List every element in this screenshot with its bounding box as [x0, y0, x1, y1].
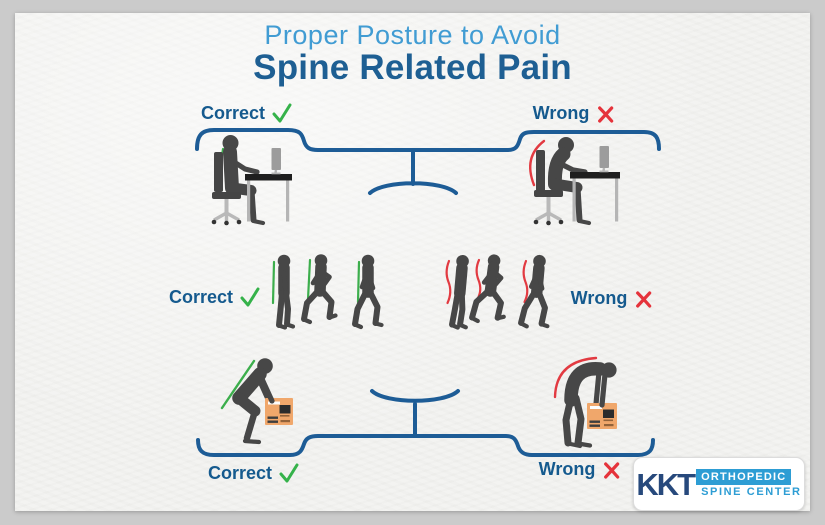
correct-label-text: Correct — [200, 102, 266, 123]
walking-correct-label: Correct — [169, 286, 261, 308]
cross-icon — [603, 461, 619, 479]
curved-spine-line — [475, 258, 482, 301]
logo-spine-center-text: SPINE CENTER — [701, 486, 802, 498]
lifting-wrong-scene — [553, 356, 617, 449]
person-lifting-correct — [232, 358, 273, 445]
lifting-correct-label: Correct — [208, 462, 300, 484]
logo-text-block: ORTHOPEDIC SPINE CENTER — [696, 468, 802, 499]
chair-back — [536, 150, 545, 192]
monitor-icon — [271, 148, 281, 175]
wrong-label-text: Wrong — [532, 103, 590, 123]
curved-spine-line — [522, 259, 529, 304]
curved-spine-line — [553, 356, 598, 399]
wrong-label-text: Wrong — [538, 459, 596, 479]
sitting-correct-scene — [211, 135, 292, 226]
correct-label-text: Correct — [168, 286, 234, 307]
desk-icon — [245, 174, 292, 222]
front-arm — [599, 371, 608, 408]
sitting-wrong-scene — [529, 137, 620, 226]
person-lifting-wrong — [562, 362, 617, 449]
page-title: Spine Related Pain — [253, 48, 572, 87]
front-arm — [259, 376, 275, 404]
sitting-wrong-label: Wrong — [533, 103, 616, 124]
curved-spine-line — [529, 139, 546, 187]
logo-orthopedic-text: ORTHOPEDIC — [696, 468, 792, 485]
balance-pedestal-icon — [370, 389, 460, 437]
sitting-correct-label: Correct — [201, 102, 293, 124]
walking-figure-1 — [271, 254, 296, 330]
logo-brand-text: KKT — [636, 466, 696, 502]
walking-wrong-scene — [445, 254, 550, 330]
office-chair-base — [211, 199, 242, 226]
straight-spine-line — [356, 260, 361, 304]
check-icon — [279, 463, 299, 483]
walking-figure-2 — [469, 254, 506, 324]
person-sitting-wrong — [547, 137, 592, 226]
cardboard-box-icon — [587, 403, 617, 429]
walking-correct-scene — [271, 254, 384, 330]
balance-pedestal-icon — [368, 149, 458, 195]
chair-seat — [212, 192, 241, 199]
check-icon — [240, 287, 260, 307]
desk-icon — [570, 172, 620, 222]
wrong-label-text: Wrong — [570, 288, 628, 308]
chair-seat — [534, 190, 563, 197]
cross-icon — [635, 290, 651, 308]
check-icon — [272, 103, 292, 123]
walking-figure-1 — [445, 254, 469, 330]
chair-back — [214, 152, 223, 192]
lifting-comparison-connector — [196, 389, 655, 457]
lifting-correct-scene — [220, 358, 293, 445]
curved-spine-line — [445, 259, 452, 305]
sitting-comparison-connector — [195, 128, 661, 195]
lifting-wrong-label: Wrong — [539, 459, 622, 480]
paper-background — [15, 13, 810, 511]
cross-icon — [597, 105, 613, 123]
office-chair-base — [533, 197, 564, 226]
title-subtitle: Proper Posture to Avoid — [264, 20, 561, 50]
kkt-logo: KKT ORTHOPEDIC SPINE CENTER — [633, 457, 805, 511]
walking-figure-3 — [352, 254, 384, 330]
walking-figure-3 — [518, 254, 550, 329]
walking-figure-2 — [301, 254, 338, 325]
straight-spine-line — [220, 359, 256, 410]
walking-wrong-label: Wrong — [571, 288, 654, 309]
monitor-icon — [599, 146, 609, 173]
cardboard-box-icon — [265, 398, 293, 425]
correct-label-text: Correct — [207, 462, 273, 483]
straight-spine-line — [271, 260, 276, 305]
straight-spine-line — [306, 258, 312, 301]
